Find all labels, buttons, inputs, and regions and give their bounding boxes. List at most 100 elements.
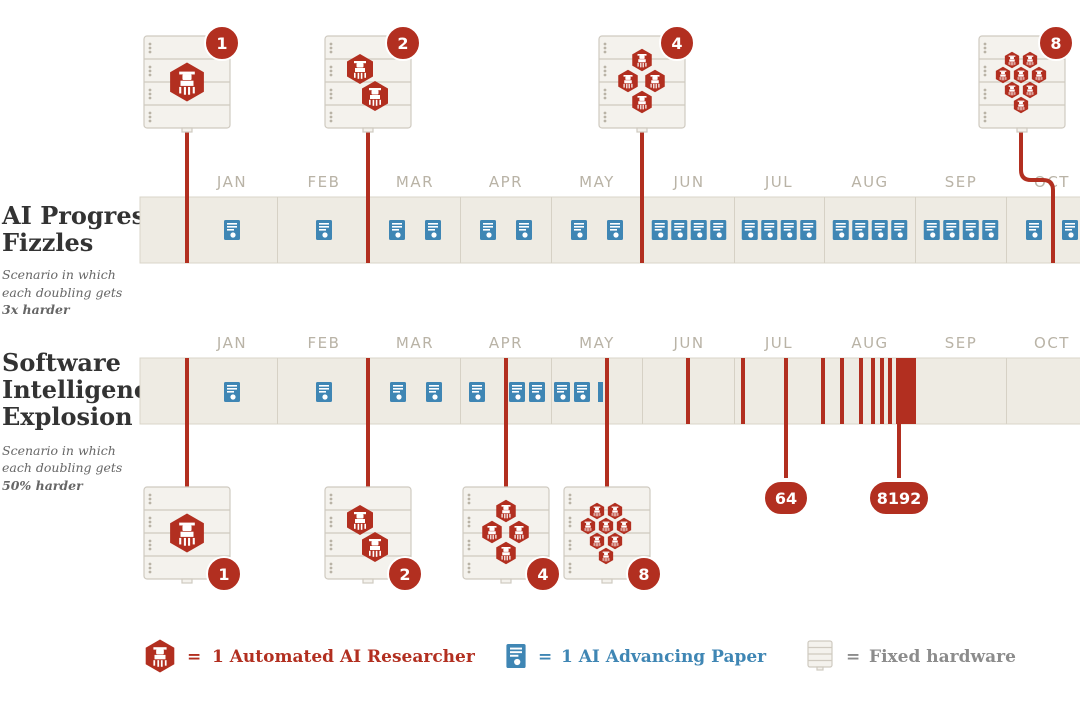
month-label-jun: JUN <box>672 334 704 352</box>
legend-paper-icon <box>506 644 526 668</box>
month-label-may: MAY <box>579 173 615 191</box>
row1-badge-1-label: 1 <box>216 34 227 53</box>
row2-badge-4-label: 4 <box>537 565 548 584</box>
row1-badge-4: 4 <box>659 25 695 61</box>
legend-hardware-label: Fixed hardware <box>869 647 1016 667</box>
paper-icon <box>943 220 960 240</box>
row2-connectors <box>185 358 901 487</box>
row2-pill-8192-label: 8192 <box>877 489 922 508</box>
month-label-jun: JUN <box>672 173 704 191</box>
row2-badge-1: 1 <box>206 556 242 592</box>
month-label-aug: AUG <box>851 173 888 191</box>
paper-icon <box>509 382 525 402</box>
month-label-mar: MAR <box>396 173 434 191</box>
row1-subtitle-bold: 3x harder <box>2 302 71 317</box>
row1-title-line1: AI Progress <box>1 201 159 230</box>
row2-pill-64-label: 64 <box>775 489 797 508</box>
row1-badge-2-label: 2 <box>397 34 408 53</box>
month-label-jul: JUL <box>764 173 793 191</box>
paper-icon <box>316 382 332 402</box>
row2-subtitle-bold: 50% harder <box>2 478 84 493</box>
row2-subtitle-line2: each doubling gets <box>2 460 122 475</box>
month-label-oct: OCT <box>1034 334 1070 352</box>
paper-icon <box>316 220 332 240</box>
paper-icon <box>800 220 817 240</box>
row2-title-line1: Software <box>2 348 121 377</box>
paper-icon <box>389 220 405 240</box>
month-label-sep: SEP <box>945 173 978 191</box>
paper-icon <box>574 382 590 402</box>
paper-icon <box>832 220 849 240</box>
paper-icon <box>480 220 496 240</box>
row1-subtitle-line2: each doubling gets <box>2 285 122 300</box>
paper-icon <box>710 220 727 240</box>
paper-icon <box>426 382 442 402</box>
row1-badge-4-label: 4 <box>671 34 682 53</box>
paper-icon <box>923 220 940 240</box>
month-label-feb: FEB <box>308 173 341 191</box>
row2-badge-1-label: 1 <box>218 565 229 584</box>
paper-icon <box>761 220 778 240</box>
row2-title-line3: Explosion <box>2 402 133 431</box>
row1-connector-8 <box>1019 130 1055 263</box>
legend-hardware-equals: = <box>846 647 860 667</box>
legend: = 1 Automated AI Researcher = 1 AI Advan… <box>145 639 1016 673</box>
row1-badge-2: 2 <box>385 25 421 61</box>
legend-paper-equals: = <box>538 647 552 667</box>
paper-icon <box>780 220 797 240</box>
paper-icon <box>982 220 999 240</box>
paper-icon <box>671 220 688 240</box>
paper-icon <box>224 382 240 402</box>
paper-icon <box>554 382 570 402</box>
month-label-jul: JUL <box>764 334 793 352</box>
row2-pill-64: 64 <box>763 480 809 516</box>
legend-researcher-icon <box>145 639 175 673</box>
paper-icon <box>690 220 707 240</box>
row1-connectors <box>185 130 1055 263</box>
row2-subtitle-line1: Scenario in which <box>2 443 116 458</box>
paper-icon <box>962 220 979 240</box>
row2-month-labels: JAN FEB MAR APR MAY JUN JUL AUG SEP OCT <box>216 334 1070 352</box>
row2-papers <box>224 382 603 402</box>
row1-badge-8: 8 <box>1038 25 1074 61</box>
month-label-sep: SEP <box>945 334 978 352</box>
row2-badge-2: 2 <box>387 556 423 592</box>
paper-icon <box>1026 220 1042 240</box>
paper-icon <box>741 220 758 240</box>
row2-badge-2-label: 2 <box>399 565 410 584</box>
month-label-feb: FEB <box>308 334 341 352</box>
paper-icon <box>224 220 240 240</box>
paper-icon <box>571 220 587 240</box>
paper-icon <box>425 220 441 240</box>
row2-explosion-lines <box>686 358 916 424</box>
row1-title-line2: Fizzles <box>2 228 93 257</box>
row2-timeline-band <box>139 357 1080 425</box>
legend-hardware-icon <box>807 640 833 671</box>
month-label-apr: APR <box>489 173 523 191</box>
row2-badge-4: 4 <box>525 556 561 592</box>
row2-label: Software Intelligence Explosion Scenario… <box>2 348 164 493</box>
paper-icon <box>891 220 908 240</box>
row2-badge-8-label: 8 <box>638 565 649 584</box>
legend-paper-label: 1 AI Advancing Paper <box>561 647 767 667</box>
row2-badge-8: 8 <box>626 556 662 592</box>
paper-icon <box>871 220 888 240</box>
paper-icon <box>1062 220 1078 240</box>
paper-icon <box>598 382 603 402</box>
row1-badge-8-label: 8 <box>1050 34 1061 53</box>
paper-icon <box>651 220 668 240</box>
month-label-jan: JAN <box>216 334 247 352</box>
month-label-may: MAY <box>579 334 615 352</box>
row2-pill-8192: 8192 <box>868 480 930 516</box>
row1-label: AI Progress Fizzles Scenario in which ea… <box>1 201 159 317</box>
row1-badge-1: 1 <box>204 25 240 61</box>
paper-icon <box>469 382 485 402</box>
paper-icon <box>852 220 869 240</box>
month-label-mar: MAR <box>396 334 434 352</box>
paper-icon <box>607 220 623 240</box>
month-label-jan: JAN <box>216 173 247 191</box>
legend-researcher-label: 1 Automated AI Researcher <box>212 647 476 667</box>
month-label-aug: AUG <box>851 334 888 352</box>
month-label-apr: APR <box>489 334 523 352</box>
